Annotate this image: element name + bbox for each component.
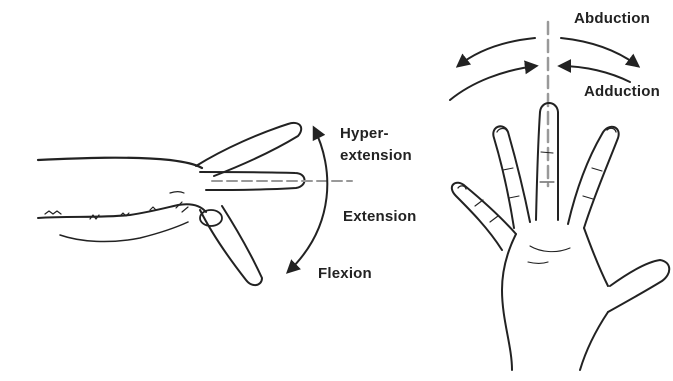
little-finger	[452, 183, 516, 250]
label-extension: Extension	[343, 209, 416, 224]
palm-lines	[528, 246, 570, 264]
index-finger	[568, 127, 619, 228]
side-view-hand	[38, 123, 352, 285]
palm-outline	[502, 228, 608, 370]
finger-motion-arc	[288, 128, 327, 272]
finger-hyperextended	[196, 123, 301, 176]
thumb	[608, 260, 669, 312]
label-adduction: Adduction	[584, 84, 660, 99]
ring-finger	[493, 126, 530, 228]
label-abduction: Abduction	[574, 11, 650, 26]
hand-dorsum-outline	[38, 158, 202, 168]
adduction-arc-right	[560, 66, 630, 82]
finger-flexed	[200, 206, 262, 285]
abduction-arc-right	[561, 38, 638, 66]
knuckle-creases	[170, 192, 188, 213]
hand-palm-outline	[38, 204, 206, 218]
abduction-arc-left	[458, 38, 535, 66]
adduction-arc-left	[450, 66, 536, 100]
label-flexion: Flexion	[318, 266, 372, 281]
front-view-hand	[450, 22, 669, 370]
wrist-shading	[60, 222, 188, 242]
label-hyperextension-line1: Hyper-	[340, 126, 389, 141]
label-hyperextension-line2: extension	[340, 148, 412, 163]
